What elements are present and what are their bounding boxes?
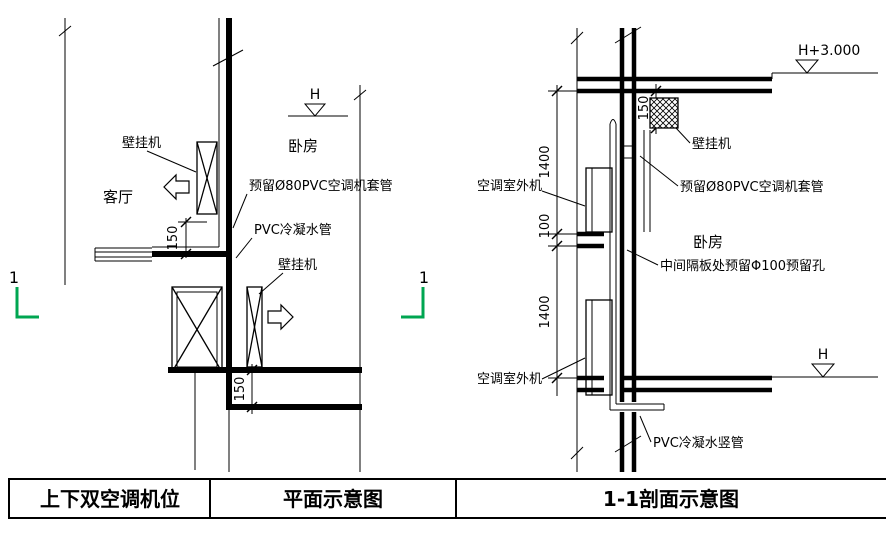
section-mark-left-label: 1 bbox=[9, 268, 19, 287]
section-dim-100: 100 bbox=[538, 214, 553, 239]
section-wall-unit-leader bbox=[675, 127, 691, 144]
section-level-bottom: H bbox=[772, 347, 878, 378]
plan-wall-unit-top-leader bbox=[146, 150, 197, 173]
plan-level-mark: H bbox=[288, 87, 348, 117]
plan-condensate-label: PVC冷凝水管 bbox=[254, 222, 332, 238]
section-wall-unit-label: 壁挂机 bbox=[692, 137, 731, 152]
plan-view: H 卧房 客厅 壁挂机 预留Ø80PVC空调机套管 PVC冷凝水管 壁挂机 15… bbox=[9, 18, 429, 472]
plan-wall-unit-bottom-label: 壁挂机 bbox=[278, 258, 317, 273]
plan-dim-top: 150 bbox=[166, 216, 192, 260]
section-outdoor-unit-top-label: 空调室外机 bbox=[477, 178, 542, 194]
plan-sleeve-leader bbox=[232, 193, 248, 229]
section-condensate-label: PVC冷凝水竖管 bbox=[653, 435, 744, 451]
plan-grid-lines bbox=[58, 18, 367, 472]
section-dim-150-value: 150 bbox=[637, 96, 652, 121]
title-cell-right: 1-1剖面示意图 bbox=[603, 487, 739, 511]
plan-dim-bottom-value: 150 bbox=[233, 377, 248, 402]
section-level-top: H+3.000 bbox=[771, 43, 878, 79]
section-level-top-label: H+3.000 bbox=[798, 43, 860, 59]
section-wall bbox=[614, 26, 642, 472]
plan-dim-bottom: 150 bbox=[233, 364, 258, 414]
plan-wall-unit-top-label: 壁挂机 bbox=[122, 136, 161, 151]
section-grid-line bbox=[570, 28, 584, 472]
plan-wall-unit-bottom-leader bbox=[258, 272, 284, 295]
plan-condensate-leader bbox=[235, 237, 253, 259]
plan-outdoor-unit bbox=[171, 286, 223, 373]
section-room-bedroom: 卧房 bbox=[693, 233, 723, 251]
section-level-bottom-label: H bbox=[818, 347, 829, 363]
section-view: H+3.000 150 壁挂机 预留Ø80PVC空调机套管 bbox=[477, 26, 878, 472]
plan-wall-unit-bottom bbox=[246, 286, 263, 368]
plan-room-living: 客厅 bbox=[103, 188, 133, 206]
section-outdoor-unit-top-leader bbox=[541, 190, 586, 207]
section-outdoor-unit-bottom-label: 空调室外机 bbox=[477, 371, 542, 387]
section-cut-mark-right: 1 bbox=[401, 268, 429, 319]
section-wall-unit-block bbox=[649, 97, 679, 129]
section-dim-1400-top: 1400 bbox=[538, 145, 553, 178]
plan-sleeve-label: 预留Ø80PVC空调机套管 bbox=[249, 178, 393, 194]
section-pipes bbox=[609, 119, 665, 411]
section-outdoor-unit-top bbox=[585, 167, 613, 233]
section-condensate-leader bbox=[639, 415, 652, 443]
section-middle-slab bbox=[577, 231, 623, 249]
section-hole-leader bbox=[626, 249, 659, 266]
section-cut-mark-left: 1 bbox=[9, 268, 39, 319]
section-mark-right-label: 1 bbox=[419, 268, 429, 287]
section-hole-label: 中间隔板处预留Φ100预留孔 bbox=[660, 259, 825, 274]
plan-window bbox=[94, 247, 152, 262]
section-bottom-slab bbox=[577, 375, 772, 393]
section-dim-chain: 1400 100 1400 bbox=[538, 85, 577, 396]
plan-room-bedroom: 卧房 bbox=[288, 137, 318, 155]
title-cell-left: 上下双空调机位 bbox=[40, 487, 180, 511]
section-outdoor-unit-bottom bbox=[585, 299, 613, 396]
plan-wall-unit-top bbox=[196, 141, 218, 215]
plan-level-label: H bbox=[310, 87, 321, 103]
section-top-slab bbox=[577, 76, 772, 94]
title-cell-middle: 平面示意图 bbox=[283, 487, 383, 511]
section-sleeve-leader bbox=[639, 155, 679, 187]
plan-airflow-arrow-right bbox=[267, 303, 294, 331]
section-dim-1400-bottom: 1400 bbox=[538, 295, 553, 328]
section-sleeve-label: 预留Ø80PVC空调机套管 bbox=[680, 179, 824, 195]
plan-dim-top-value: 150 bbox=[166, 226, 181, 251]
title-bar: 上下双空调机位 平面示意图 1-1剖面示意图 bbox=[8, 478, 886, 519]
plan-airflow-arrow-left bbox=[163, 173, 190, 201]
section-outdoor-unit-bottom-leader bbox=[541, 357, 586, 380]
